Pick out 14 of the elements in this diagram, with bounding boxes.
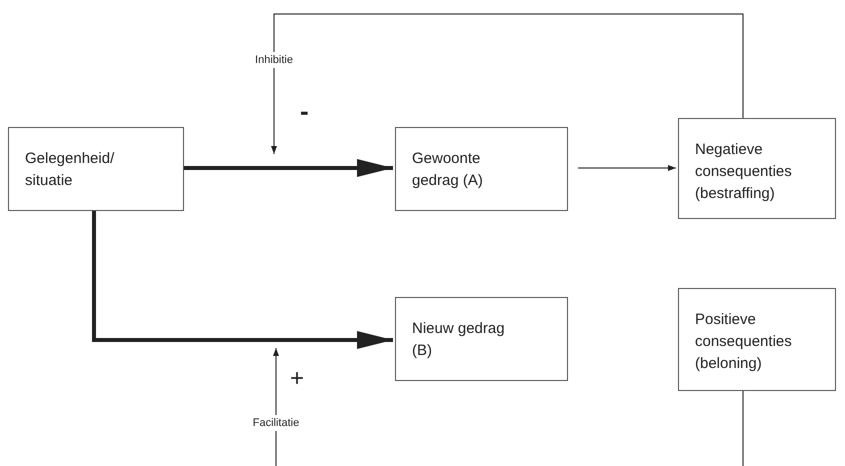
process-box: Gelegenheid/ situatie	[8, 127, 184, 211]
process-box: Nieuw gedrag (B)	[395, 297, 568, 381]
connector-line	[742, 390, 744, 466]
sign-label: -	[300, 98, 309, 124]
arrow	[184, 159, 393, 177]
arrow	[273, 348, 279, 416]
arrow	[92, 211, 393, 349]
connector-line	[274, 14, 744, 118]
arrow	[578, 165, 676, 171]
process-box: Negatieve consequenties (bestraffing)	[678, 118, 836, 219]
sign-label: +	[290, 367, 304, 391]
process-box: Positieve consequenties (beloning)	[678, 288, 836, 391]
process-box: Gewoonte gedrag (A)	[395, 127, 568, 211]
arrow	[271, 68, 277, 154]
